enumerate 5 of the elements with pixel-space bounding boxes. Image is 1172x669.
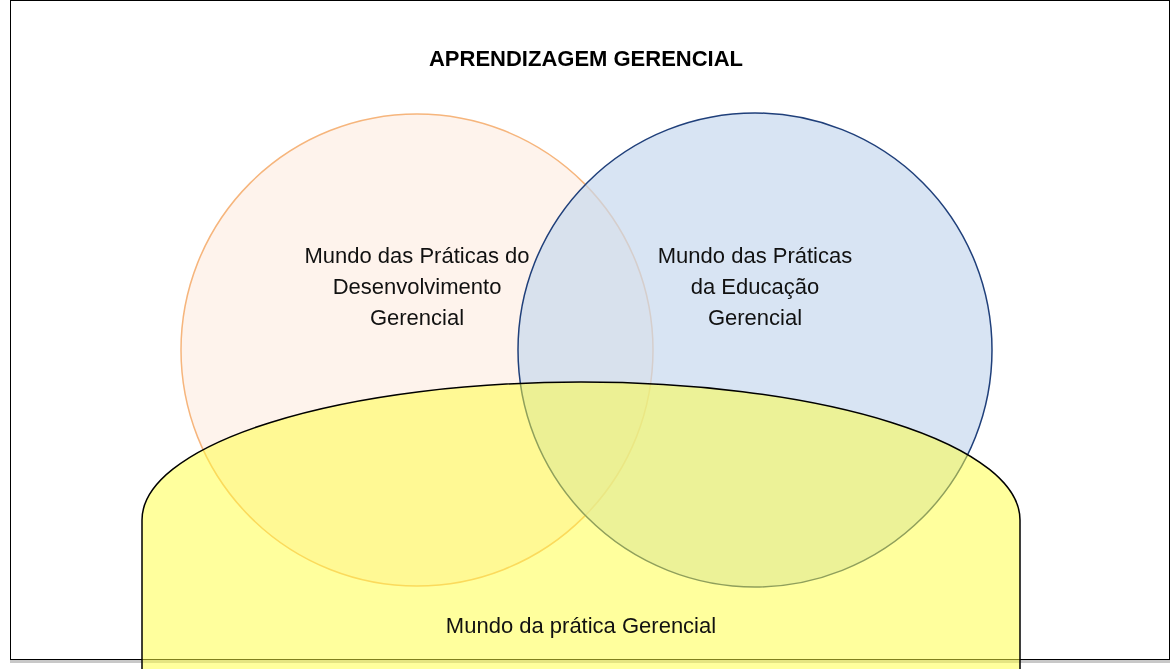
shape-label: Mundo das Práticas da Educação Gerencial bbox=[656, 242, 854, 332]
shape-label: Mundo das Práticas do Desenvolvimento Gerencial bbox=[303, 242, 531, 332]
shape-label: Mundo da prática Gerencial bbox=[444, 612, 718, 640]
dome-shape bbox=[141, 382, 1021, 669]
diagram-title: APRENDIZAGEM GERENCIAL bbox=[428, 46, 744, 72]
